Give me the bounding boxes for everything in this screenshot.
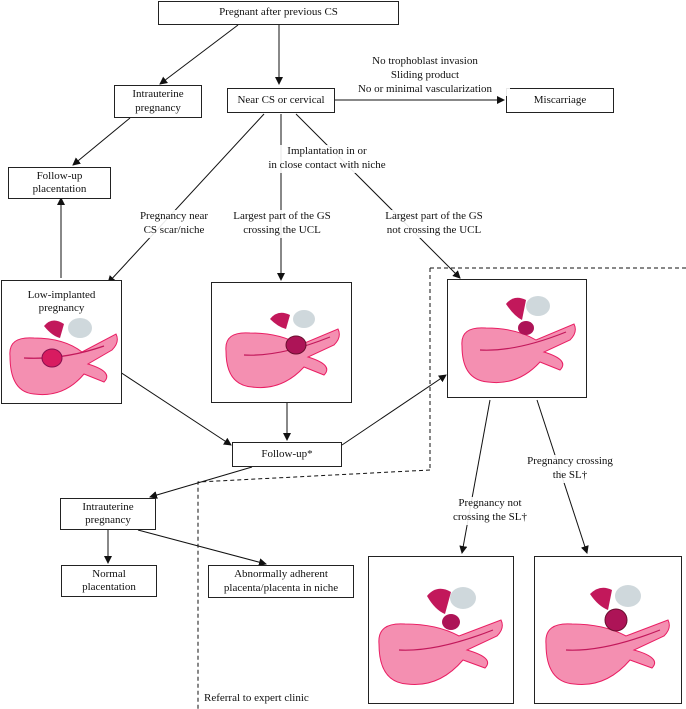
uterus-illustration-crossing-sl bbox=[545, 585, 670, 685]
node-followup: Follow-up* bbox=[232, 442, 342, 467]
uterus-illustration-not-crossing-ucl bbox=[461, 296, 576, 384]
label-referral: Referral to expert clinic bbox=[204, 692, 309, 704]
node-miscarriage: Miscarriage bbox=[506, 88, 614, 113]
node-normal-placentation: Normal placentation bbox=[61, 565, 157, 597]
edge-nearcs-low bbox=[107, 113, 265, 284]
node-near-cs: Near CS or cervical bbox=[227, 88, 335, 113]
label-largest-not-crossing: Largest part of the GS not crossing the … bbox=[372, 210, 496, 238]
node-intrauterine-bottom: Intrauterine pregnancy bbox=[60, 498, 156, 530]
edge-nearcs-right bbox=[295, 113, 461, 279]
node-root: Pregnant after previous CS bbox=[158, 1, 399, 25]
edge-followup-intrauterine bbox=[149, 466, 253, 499]
node-abnormally-adherent: Abnormally adherent placenta/placenta in… bbox=[208, 565, 354, 598]
edge-right-notcrossing bbox=[459, 399, 491, 554]
edge-intrauterine-followup bbox=[72, 117, 131, 166]
low-implanted-caption: Low-implanted pregnancy bbox=[27, 289, 96, 315]
node-followup-placentation: Follow-up placentation bbox=[8, 167, 111, 199]
edge-intrauterine-abnormal bbox=[137, 529, 267, 567]
edge-root-intrauterine bbox=[159, 24, 239, 85]
label-implantation: Implantation in or in close contact with… bbox=[262, 145, 392, 173]
label-crossing-sl: Pregnancy crossing the SL† bbox=[515, 455, 625, 483]
label-no-trophoblast: No trophoblast invasion Sliding product … bbox=[340, 55, 510, 97]
node-intrauterine-top: Intrauterine pregnancy bbox=[114, 85, 202, 118]
label-largest-crossing: Largest part of the GS crossing the UCL bbox=[222, 210, 342, 238]
uterus-illustration-crossing-ucl bbox=[225, 310, 340, 389]
uterus-illustration-low bbox=[9, 318, 118, 396]
uterus-illustration-not-crossing-sl bbox=[378, 587, 503, 685]
label-pregnancy-near: Pregnancy near CS scar/niche bbox=[126, 210, 222, 238]
label-not-crossing-sl: Pregnancy not crossing the SL† bbox=[438, 497, 542, 525]
edge-followup-right bbox=[341, 374, 447, 446]
edge-low-followup bbox=[119, 371, 232, 446]
referral-boundary bbox=[197, 267, 686, 709]
